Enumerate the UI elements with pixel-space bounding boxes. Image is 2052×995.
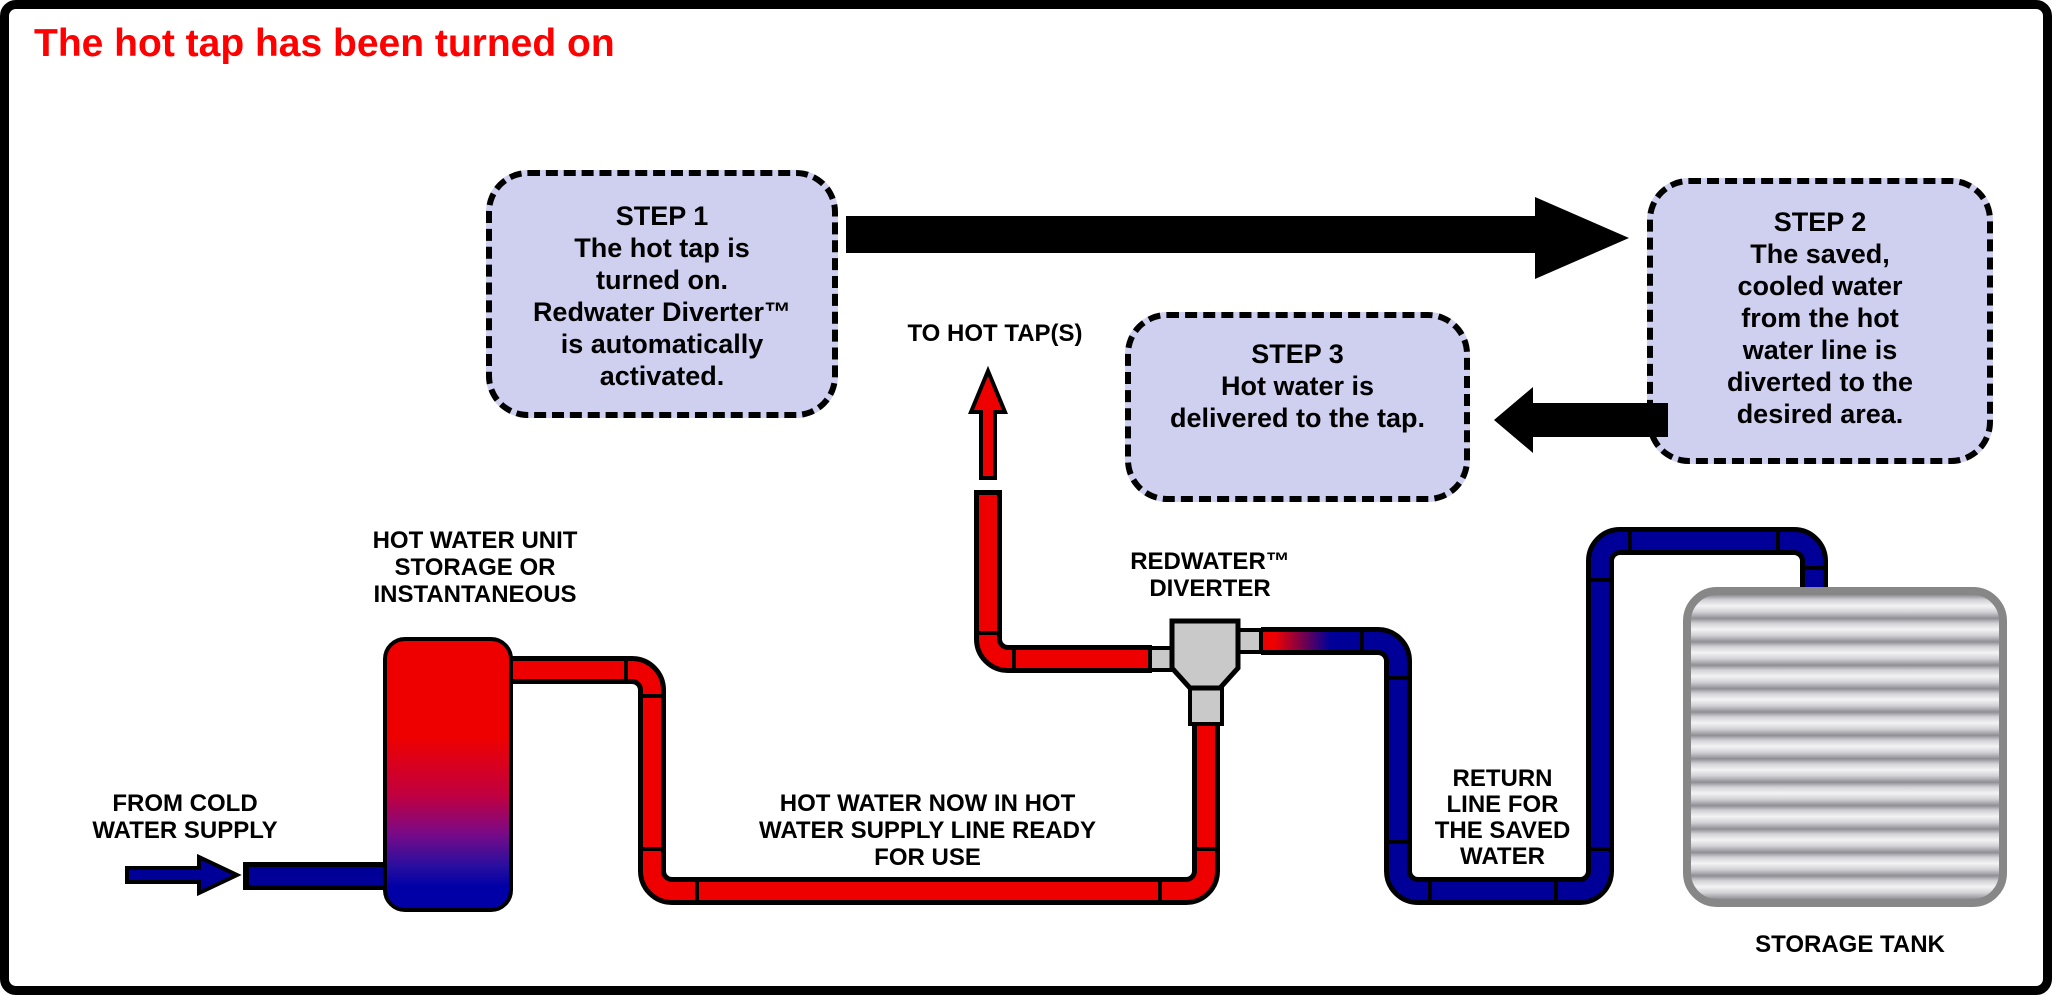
storage-tank-label: STORAGE TANK <box>1755 931 1945 958</box>
step2-box: STEP 2 The saved, cooled water from the … <box>1647 178 1993 464</box>
diverter-valve <box>1148 618 1263 726</box>
step3-box: STEP 3 Hot water is delivered to the tap… <box>1125 312 1470 502</box>
cold-flow-arrow-icon <box>125 853 242 897</box>
redwater-diverter-label: REDWATER™ DIVERTER <box>1130 548 1290 602</box>
hot-water-unit-label: HOT WATER UNIT STORAGE OR INSTANTANEOUS <box>372 527 578 608</box>
to-hot-tap-label: TO HOT TAP(S) <box>907 320 1083 347</box>
from-cold-water-label: FROM COLD WATER SUPPLY <box>92 790 278 844</box>
diagram-title: The hot tap has been turned on <box>34 22 615 65</box>
pipe-fittings <box>624 527 1828 905</box>
tap-flow-arrow-icon <box>968 365 1008 480</box>
flow-arrow-left-icon <box>1494 387 1668 453</box>
hot-to-cold-gradient <box>1261 632 1353 650</box>
storage-tank <box>1683 587 2007 907</box>
hot-water-unit <box>383 637 513 912</box>
hot-water-now-label: HOT WATER NOW IN HOT WATER SUPPLY LINE R… <box>759 790 1096 871</box>
return-line-label: RETURN LINE FOR THE SAVED WATER <box>1434 765 1571 870</box>
tap-riser-pipe <box>974 490 1152 673</box>
flow-arrow-right-icon <box>846 197 1629 279</box>
step1-box: STEP 1 The hot tap is turned on. Redwate… <box>486 170 838 418</box>
return-line-pipe <box>1261 527 1828 905</box>
hot-supply-pipe <box>505 656 1220 905</box>
